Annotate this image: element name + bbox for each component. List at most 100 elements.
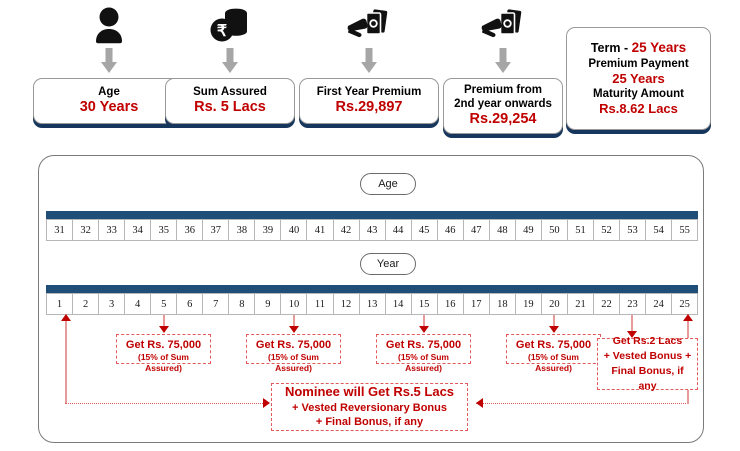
age-cell-36: 36: [177, 219, 204, 241]
down-arrow-icon: [33, 48, 185, 74]
age-scale-bar: [46, 211, 698, 219]
arrow-down-y23: [627, 331, 637, 338]
age-cell-55: 55: [672, 219, 699, 241]
callout-y20-line2: (15% of Sum Assured): [527, 352, 579, 373]
year-cell-2: 2: [73, 293, 100, 315]
down-arrow-icon: [299, 48, 439, 74]
age-cell-42: 42: [333, 219, 360, 241]
year-cell-15: 15: [411, 293, 438, 315]
callout-nominee-line1: Nominee will Get Rs.5 Lacs: [284, 384, 455, 400]
top-card-premium-2nd-year: Premium from 2nd year onwards Rs.29,254: [443, 4, 563, 134]
rupee-coin-stack-icon: ₹: [165, 4, 295, 46]
year-cell-10: 10: [281, 293, 308, 315]
year-cell-5: 5: [151, 293, 178, 315]
summary-term-label: Term -: [590, 40, 629, 55]
callout-payout-y5: Get Rs. 75,000 (15% of Sum Assured): [116, 334, 211, 373]
age-cell-37: 37: [203, 219, 230, 241]
year-cell-12: 12: [333, 293, 360, 315]
age-cell-43: 43: [359, 219, 386, 241]
year-cell-21: 21: [567, 293, 594, 315]
year-cell-9: 9: [255, 293, 282, 315]
callout-maturity-line2: + Vested Bonus +: [603, 350, 692, 363]
age-cell-33: 33: [99, 219, 126, 241]
age-cell-49: 49: [515, 219, 542, 241]
rail-right-to-nominee: [476, 403, 688, 404]
summary-maturity-value: Rs.8.62 Lacs: [599, 101, 678, 117]
arrow-down-y10: [289, 326, 299, 333]
callout-y5-line2: (15% of Sum Assured): [137, 352, 189, 373]
age-cell-44: 44: [385, 219, 412, 241]
age-cell-35: 35: [151, 219, 178, 241]
arrow-down-y15: [419, 326, 429, 333]
rail-left-to-nominee: [65, 403, 265, 404]
callout-payout-y15: Get Rs. 75,000 (15% of Sum Assured): [376, 334, 471, 373]
callout-y10-line2: (15% of Sum Assured): [267, 352, 319, 373]
year-cell-19: 19: [515, 293, 542, 315]
age-cell-45: 45: [411, 219, 438, 241]
callout-y20-line1: Get Rs. 75,000: [515, 339, 592, 351]
age-pill: Age: [360, 173, 416, 195]
down-arrow-icon: [165, 48, 295, 74]
svg-text:₹: ₹: [217, 23, 227, 40]
year-cell-17: 17: [463, 293, 490, 315]
callout-y5-line1: Get Rs. 75,000: [125, 339, 202, 351]
summary-premium-payment-label: Premium Payment: [588, 57, 689, 70]
connector-y15-stem: [423, 315, 425, 328]
callout-maturity-line3: Final Bonus, if any: [611, 365, 684, 392]
year-cell-13: 13: [359, 293, 386, 315]
year-cell-24: 24: [646, 293, 673, 315]
arrow-right-nominee: [263, 398, 270, 408]
year-cell-22: 22: [593, 293, 621, 315]
callout-maturity-line1: Get Rs.2 Lacs: [612, 335, 683, 348]
age-cell-40: 40: [281, 219, 308, 241]
year-cell-23: 23: [620, 293, 647, 315]
summary-maturity-label: Maturity Amount: [593, 87, 684, 100]
connector-y25-stem: [687, 320, 689, 338]
arrow-up-y25: [683, 314, 693, 321]
callout-payout-y20: Get Rs. 75,000 (15% of Sum Assured): [506, 334, 601, 373]
age-card-label: Age: [98, 85, 120, 98]
age-card-value: 30 Years: [79, 99, 139, 116]
year-cell-18: 18: [489, 293, 516, 315]
age-cell-34: 34: [125, 219, 152, 241]
summary-card: Term - 25 Years Premium Payment 25 Years…: [566, 27, 711, 130]
premium-2nd-year-label-line1: Premium from: [464, 83, 542, 96]
connector-y23-stem: [631, 315, 633, 333]
callout-nominee-line2: + Vested Reversionary Bonus: [292, 402, 447, 415]
callout-y15-line2: (15% of Sum Assured): [397, 352, 449, 373]
hand-cash-icon: [443, 4, 563, 46]
year-cell-20: 20: [541, 293, 568, 315]
year-cell-6: 6: [177, 293, 204, 315]
age-cell-47: 47: [463, 219, 490, 241]
summary-premium-payment-value: 25 Years: [612, 70, 665, 86]
year-pill: Year: [360, 253, 416, 275]
year-cell-3: 3: [99, 293, 126, 315]
callout-y15-line1: Get Rs. 75,000: [385, 339, 462, 351]
year-cell-4: 4: [125, 293, 152, 315]
arrow-down-y5: [159, 326, 169, 333]
year-cell-16: 16: [437, 293, 464, 315]
age-cell-32: 32: [73, 219, 100, 241]
person-icon: [33, 4, 185, 46]
age-cell-51: 51: [567, 219, 594, 241]
year-cell-25: 25: [672, 293, 699, 315]
summary-term-value: 25 Years: [631, 39, 687, 55]
year-cell-1: 1: [46, 293, 74, 315]
first-year-premium-card: First Year Premium Rs.29,897: [299, 78, 439, 124]
age-cell-52: 52: [593, 219, 621, 241]
callout-y10-line1: Get Rs. 75,000: [255, 339, 332, 351]
connector-y5-stem: [163, 315, 165, 328]
premium-2nd-year-card: Premium from 2nd year onwards Rs.29,254: [443, 78, 563, 134]
connector-y20-stem: [553, 315, 555, 328]
sum-assured-card: Sum Assured Rs. 5 Lacs: [165, 78, 295, 124]
top-card-age: Age 30 Years: [33, 4, 185, 124]
age-cell-50: 50: [541, 219, 568, 241]
callout-nominee-line3: + Final Bonus, if any: [315, 416, 424, 429]
arrow-left-nominee: [476, 398, 483, 408]
sum-assured-card-value: Rs. 5 Lacs: [194, 99, 266, 116]
